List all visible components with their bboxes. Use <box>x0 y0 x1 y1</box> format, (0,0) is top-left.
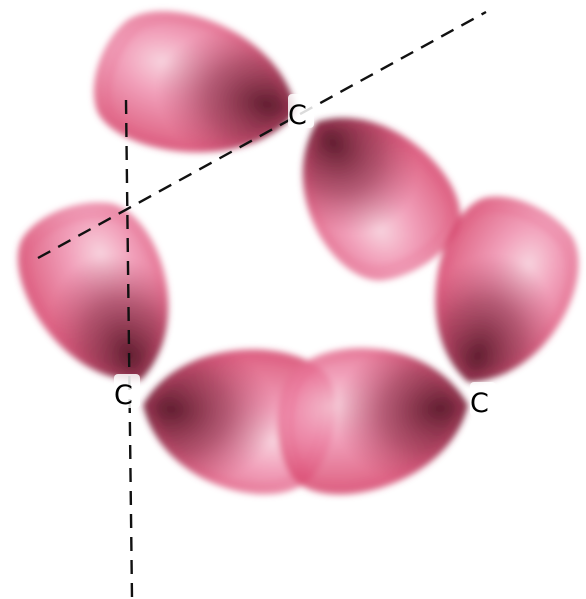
carbon-label-right: C <box>470 388 489 419</box>
lobe-top-left <box>82 0 313 178</box>
carbon-label-top: C <box>288 100 307 131</box>
lobes <box>0 0 586 504</box>
carbon-label-left: C <box>114 380 133 411</box>
